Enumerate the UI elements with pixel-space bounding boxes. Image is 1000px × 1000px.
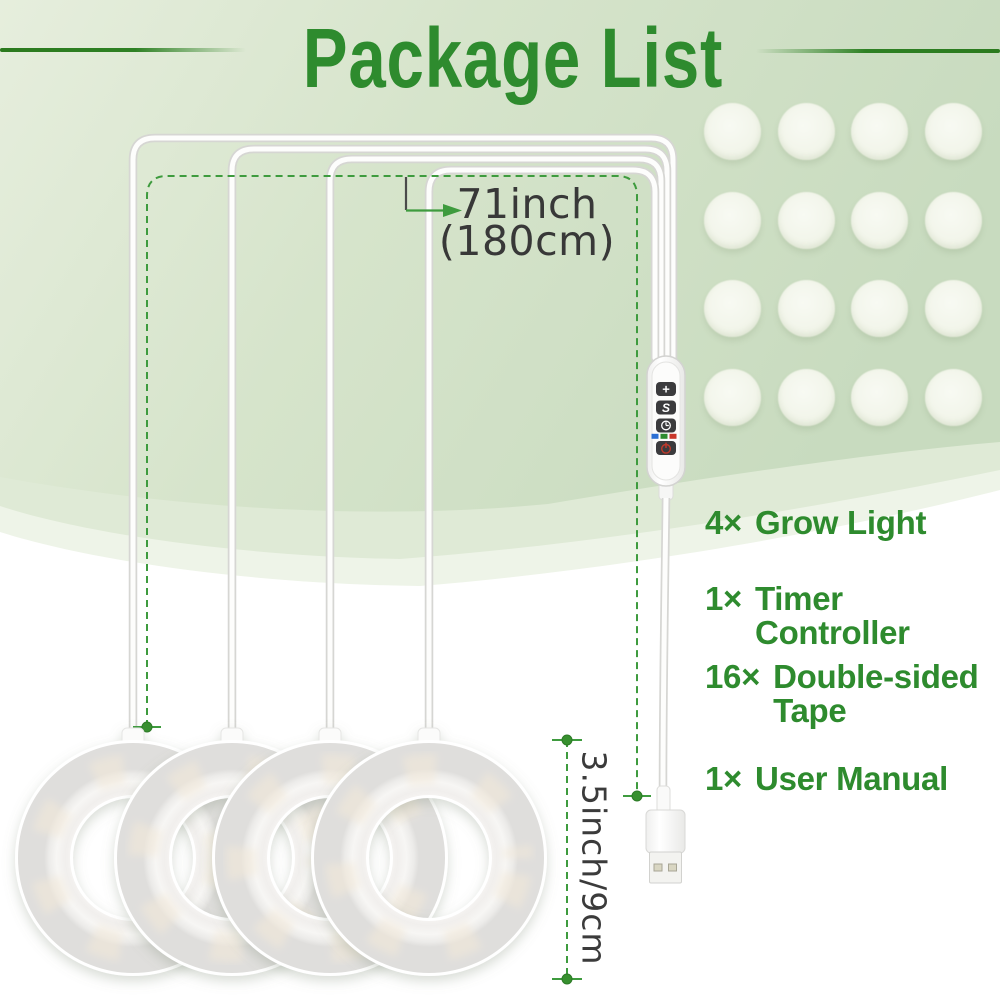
power-cables xyxy=(128,133,678,750)
usb-contact-right xyxy=(668,863,677,872)
item-name: User Manual xyxy=(755,760,948,797)
indicator-red xyxy=(669,433,677,439)
usb-metal-shell xyxy=(649,851,682,884)
cable-length-inches: 71inch xyxy=(456,180,598,228)
ring-size-dimension-line xyxy=(552,734,582,985)
title-divider-right xyxy=(756,49,1000,53)
package-item-grow-light: 4× Grow Light xyxy=(705,506,926,540)
timer-controller: + S xyxy=(646,355,686,501)
indicator-green xyxy=(660,433,668,439)
length-callout-arrow xyxy=(404,177,462,217)
ring-size-label: 3.5inch/9cm xyxy=(574,750,614,966)
brightness-icon xyxy=(656,382,676,396)
power-cable-2 xyxy=(227,144,672,750)
cable-length-label: 71inch (180cm) xyxy=(438,180,616,265)
item-qty: 1× xyxy=(705,580,743,617)
tape-circle xyxy=(924,191,982,249)
spectrum-glyph: S xyxy=(662,401,670,415)
tape-circle xyxy=(851,280,908,337)
indicator-blue xyxy=(651,433,659,439)
tape-circle xyxy=(777,280,835,337)
tape-grid xyxy=(704,103,998,457)
tape-circle xyxy=(704,191,761,249)
tape-circle xyxy=(777,368,835,426)
tape-circle xyxy=(851,191,908,249)
tape-circle xyxy=(924,280,982,337)
power-cable-1 xyxy=(128,133,678,750)
power-cable-4 xyxy=(424,165,660,750)
item-qty: 16× xyxy=(705,658,761,695)
item-qty: 1× xyxy=(705,760,743,797)
grow-light-rings xyxy=(15,727,547,976)
package-item-timer-controller: 1× Timer Controller xyxy=(705,582,1000,650)
item-qty: 4× xyxy=(705,504,743,541)
package-item-user-manual: 1× User Manual xyxy=(705,762,948,796)
page-title: Package List xyxy=(302,11,724,105)
tape-circle xyxy=(924,368,982,426)
item-name: Grow Light xyxy=(755,504,927,541)
usb-plug-body xyxy=(645,809,686,854)
timer-clock-face xyxy=(661,420,671,431)
cable-length-dimension-line xyxy=(133,175,651,802)
tape-circle xyxy=(924,103,982,160)
tape-circle xyxy=(704,280,761,337)
grow-light-ring-4 xyxy=(311,727,547,976)
cable-length-cm: (180cm) xyxy=(438,217,616,265)
power-cable-3 xyxy=(325,154,666,750)
tape-circle xyxy=(777,191,835,249)
tape-circle xyxy=(704,368,761,426)
usb-connector xyxy=(645,497,686,884)
tape-circle xyxy=(777,103,835,160)
package-item-tape: 16× Double-sided Tape xyxy=(705,660,997,728)
tape-circle xyxy=(851,103,908,160)
usb-cable-core xyxy=(660,497,669,789)
item-name: Timer Controller xyxy=(755,580,910,651)
tape-circle xyxy=(851,368,908,426)
timer-clock-hands xyxy=(665,422,669,427)
brightness-glyph: + xyxy=(662,382,670,397)
usb-strain-relief xyxy=(656,785,671,814)
tape-circle xyxy=(704,103,761,160)
usb-contact-left xyxy=(653,863,663,872)
title-divider-left xyxy=(0,48,246,52)
item-name: Double-sided Tape xyxy=(773,658,979,729)
spectrum-icon xyxy=(656,400,676,415)
